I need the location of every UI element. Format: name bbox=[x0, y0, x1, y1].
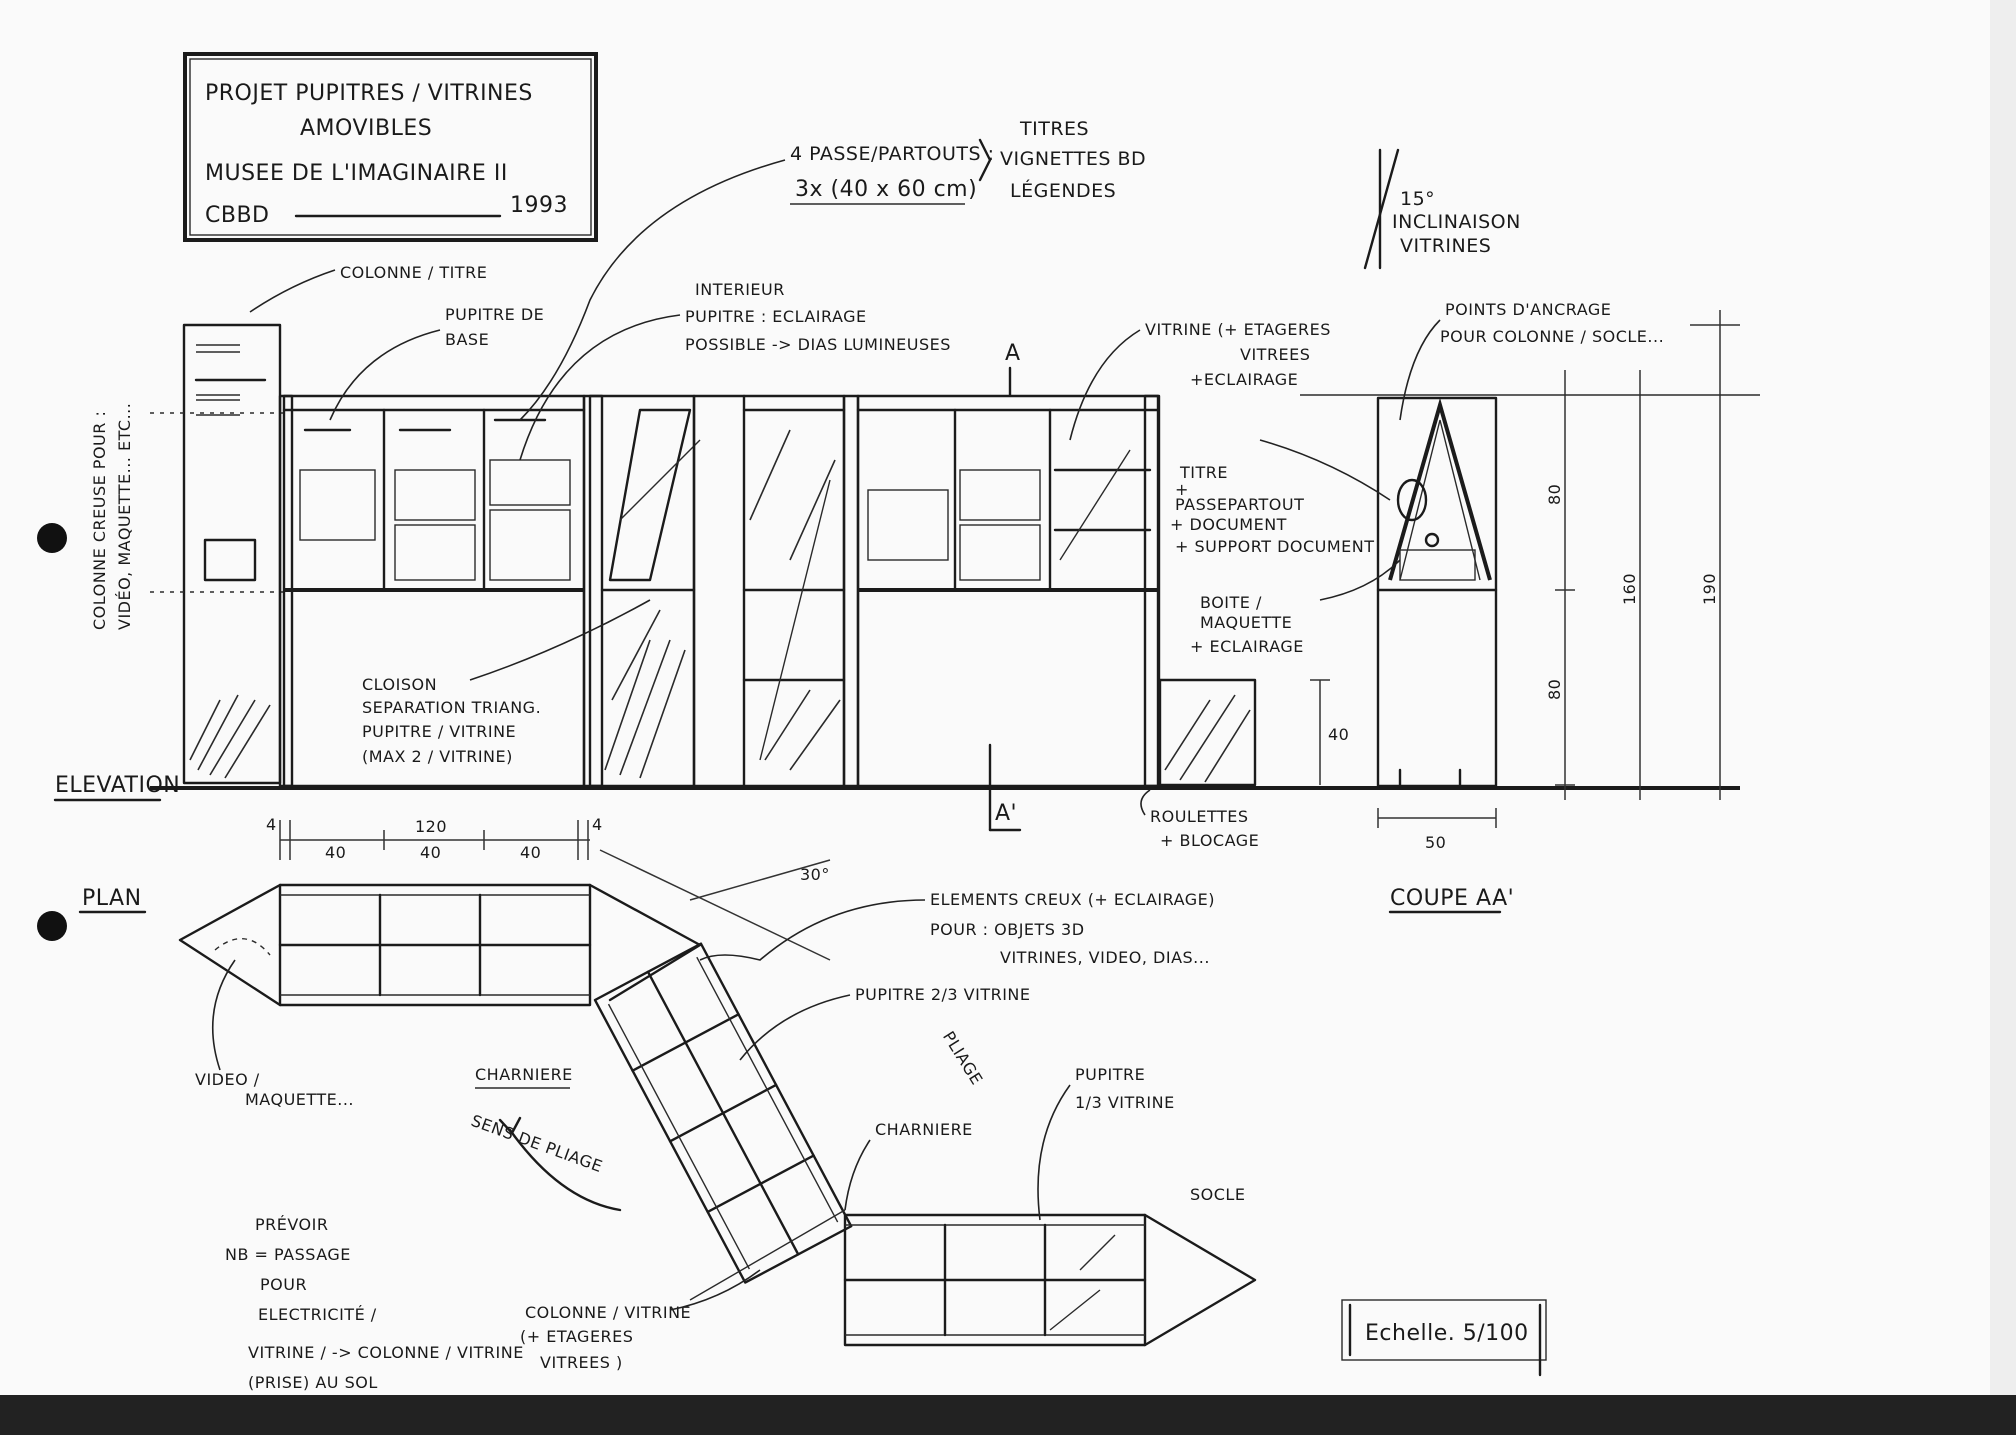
inclinaison-note: 15° INCLINAISON VITRINES bbox=[1363, 148, 1521, 270]
dim-h-40: 40 bbox=[1328, 725, 1349, 744]
label-boite-2: MAQUETTE bbox=[1200, 613, 1292, 632]
label-cloison-2: SEPARATION TRIANG. bbox=[362, 698, 541, 717]
label-points-ancrage-1: POINTS D'ANCRAGE bbox=[1445, 300, 1611, 319]
coupe-body bbox=[1376, 396, 1498, 788]
title-line-3: MUSEE DE L'IMAGINAIRE II bbox=[205, 161, 508, 186]
elevation-drawing: ELEVATION COLONNE CREUSE POUR : VIDÉO, M… bbox=[53, 323, 1740, 832]
column-screen bbox=[203, 538, 257, 582]
vitrines-label: VITRINES bbox=[1400, 235, 1491, 257]
label-interieur-1: INTERIEUR bbox=[695, 280, 785, 299]
dim-h-80-lower: 80 bbox=[1545, 679, 1564, 700]
label-colonne-vitrine-3: VITREES ) bbox=[540, 1353, 623, 1372]
label-prevoir-4: ELECTRICITÉ / bbox=[258, 1305, 377, 1324]
dim-angle-30: 30° bbox=[800, 865, 830, 884]
inclinaison-label: INCLINAISON bbox=[1392, 211, 1521, 233]
label-points-ancrage-2: POUR COLONNE / SOCLE... bbox=[1440, 327, 1664, 346]
echelle-box bbox=[1341, 1299, 1547, 1361]
label-pliage: PLIAGE bbox=[939, 1028, 987, 1088]
coupe-aa: 80 80 160 190 50 COUPE AA' bbox=[1300, 310, 1760, 914]
scan-right-edge bbox=[1990, 0, 2016, 1395]
title-block: PROJET PUPITRES / VITRINES AMOVIBLES MUS… bbox=[183, 52, 598, 242]
dim-plan-40-b: 40 bbox=[420, 843, 441, 862]
inclinaison-angle: 15° bbox=[1400, 188, 1435, 210]
section-a-top: A bbox=[1005, 341, 1021, 366]
label-vitrine-3: +ECLAIRAGE bbox=[1190, 370, 1298, 389]
label-prevoir-1: PRÉVOIR bbox=[255, 1215, 328, 1234]
scan-bottom-edge bbox=[0, 1395, 2016, 1435]
list-item-vignettes: VIGNETTES BD bbox=[1000, 148, 1146, 170]
title-line-4-right: 1993 bbox=[510, 193, 568, 218]
label-cloison-1: CLOISON bbox=[362, 675, 437, 694]
plan-annotations: ELEMENTS CREUX (+ ECLAIRAGE) POUR : OBJE… bbox=[195, 890, 1547, 1392]
label-pupitre-base-1: PUPITRE DE bbox=[445, 305, 544, 324]
plan-label: PLAN bbox=[82, 886, 142, 911]
label-charniere-1: CHARNIERE bbox=[475, 1065, 573, 1084]
label-boite-1: BOITE / bbox=[1200, 593, 1262, 612]
plan-drawing: PLAN 4 120 40 40 40 4 30° bbox=[78, 815, 1257, 1347]
passe-note: 4 PASSE/PARTOUTS : bbox=[790, 143, 995, 165]
label-prevoir-2: NB = PASSAGE bbox=[225, 1245, 351, 1264]
label-pupitre-13-2: 1/3 VITRINE bbox=[1075, 1093, 1175, 1112]
label-elements-creux-3: VITRINES, VIDEO, DIAS... bbox=[1000, 948, 1210, 967]
title-line-2: AMOVIBLES bbox=[300, 116, 432, 141]
label-elements-creux-2: POUR : OBJETS 3D bbox=[930, 920, 1085, 939]
label-pupitre-13-1: PUPITRE bbox=[1075, 1065, 1145, 1084]
label-elements-creux-1: ELEMENTS CREUX (+ ECLAIRAGE) bbox=[930, 890, 1215, 909]
dim-plan-120: 120 bbox=[415, 817, 447, 836]
elevation-label: ELEVATION bbox=[55, 773, 180, 798]
label-video-1: VIDEO / bbox=[195, 1070, 260, 1089]
section-a-bottom: A' bbox=[995, 801, 1017, 826]
label-prevoir-6: (PRISE) AU SOL bbox=[248, 1373, 378, 1392]
punch-hole-top bbox=[37, 523, 67, 553]
elevation-annotations: COLONNE / TITRE PUPITRE DE BASE INTERIEU… bbox=[249, 159, 1664, 850]
label-colonne-vitrine-1: COLONNE / VITRINE bbox=[525, 1303, 691, 1322]
label-cloison-4: (MAX 2 / VITRINE) bbox=[362, 747, 513, 766]
title-line-1: PROJET PUPITRES / VITRINES bbox=[205, 81, 533, 106]
label-boite-3: + ECLAIRAGE bbox=[1190, 637, 1304, 656]
label-cloison-3: PUPITRE / VITRINE bbox=[362, 722, 516, 741]
label-colonne-titre: COLONNE / TITRE bbox=[340, 263, 487, 282]
label-vitrine-1: VITRINE (+ ETAGERES bbox=[1145, 320, 1331, 339]
label-interieur-3: POSSIBLE -> DIAS LUMINEUSES bbox=[685, 335, 951, 354]
colonne-creuse-line-1: COLONNE CREUSE POUR : bbox=[90, 411, 109, 630]
echelle-label: Echelle. 5/100 bbox=[1365, 1321, 1529, 1346]
label-pupitre-base-2: BASE bbox=[445, 330, 489, 349]
colonne-creuse-line-2: VIDÉO, MAQUETTE... ETC... bbox=[115, 403, 134, 630]
list-item-titres: TITRES bbox=[1019, 118, 1089, 140]
title-line-4-left: CBBD bbox=[205, 203, 270, 228]
dim-h-80-upper: 80 bbox=[1545, 484, 1564, 505]
label-titre-4: + DOCUMENT bbox=[1170, 515, 1287, 534]
coupe-label: COUPE AA' bbox=[1390, 886, 1514, 911]
label-sens-pliage: SENS DE PLIAGE bbox=[469, 1111, 606, 1176]
passe-partout-note: 4 PASSE/PARTOUTS : 3x (40 x 60 cm) TITRE… bbox=[790, 118, 1146, 205]
label-vitrine-2: VITREES bbox=[1240, 345, 1310, 364]
label-charniere-2: CHARNIERE bbox=[875, 1120, 973, 1139]
label-prevoir-5: VITRINE / -> COLONNE / VITRINE bbox=[248, 1343, 524, 1362]
label-roulettes-2: + BLOCAGE bbox=[1160, 831, 1259, 850]
label-prevoir-3: POUR bbox=[260, 1275, 307, 1294]
label-titre-5: + SUPPORT DOCUMENT bbox=[1175, 537, 1375, 556]
label-colonne-vitrine-2: (+ ETAGERES bbox=[520, 1327, 633, 1346]
dim-h-190: 190 bbox=[1700, 573, 1719, 605]
punch-hole-bottom bbox=[37, 911, 67, 941]
label-interieur-2: PUPITRE : ECLAIRAGE bbox=[685, 307, 867, 326]
dim-plan-40-a: 40 bbox=[325, 843, 346, 862]
label-socle: SOCLE bbox=[1190, 1185, 1245, 1204]
label-titre-2: + bbox=[1175, 480, 1189, 499]
label-titre-3: PASSEPARTOUT bbox=[1175, 495, 1304, 514]
label-roulettes-1: ROULETTES bbox=[1150, 807, 1248, 826]
dim-plan-4-left: 4 bbox=[266, 815, 277, 834]
dim-w-50: 50 bbox=[1425, 833, 1446, 852]
dim-plan-40-c: 40 bbox=[520, 843, 541, 862]
passe-dims: 3x (40 x 60 cm) bbox=[795, 177, 977, 202]
list-item-legendes: LÉGENDES bbox=[1010, 179, 1116, 202]
label-pupitre-23: PUPITRE 2/3 VITRINE bbox=[855, 985, 1031, 1004]
dim-plan-4-right: 4 bbox=[592, 815, 603, 834]
label-video-2: MAQUETTE... bbox=[245, 1090, 354, 1109]
dim-h-160: 160 bbox=[1620, 573, 1639, 605]
column-titre bbox=[182, 323, 282, 785]
label-titre-1: TITRE bbox=[1179, 463, 1228, 482]
